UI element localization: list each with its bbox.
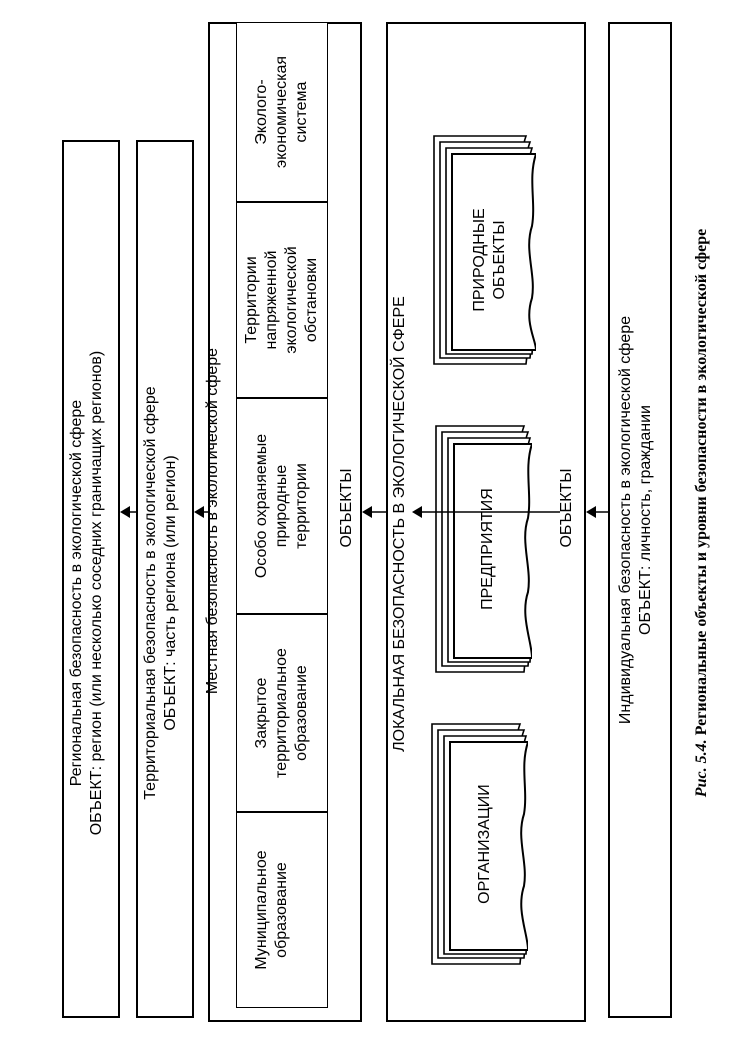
- document-stack-icon: [431, 723, 528, 965]
- territorial-level-box: [136, 140, 194, 1018]
- arrow-individual-to-localized: [586, 506, 608, 518]
- natural-objects-stack: [430, 130, 536, 370]
- local-object-cell-tense-areas: [236, 202, 328, 398]
- local-object-cell-protected-areas: [236, 398, 328, 614]
- organizations-stack: [428, 718, 528, 970]
- individual-level-box: [608, 22, 672, 1018]
- arrow-localized-to-local: [362, 506, 386, 518]
- enterprises-stack: [432, 420, 532, 678]
- local-object-cell-closed-territory: [236, 614, 328, 812]
- document-stack-icon: [433, 135, 536, 365]
- document-stack-icon: [435, 425, 532, 673]
- figure-caption-text: Региональные объекты и уровни безопаснос…: [693, 228, 710, 736]
- arrow-objects-to-localized-title: [412, 506, 560, 518]
- regional-level-box: [62, 140, 120, 1018]
- local-object-cell-municipal: [236, 812, 328, 1008]
- figure-caption: Рис. 5.4. Региональные объекты и уровни …: [693, 63, 715, 963]
- arrow-local-to-territorial: [194, 506, 208, 518]
- arrow-territorial-to-regional: [120, 506, 136, 518]
- figure-number: Рис. 5.4.: [693, 739, 710, 798]
- local-object-cell-eco-economic: [236, 22, 328, 202]
